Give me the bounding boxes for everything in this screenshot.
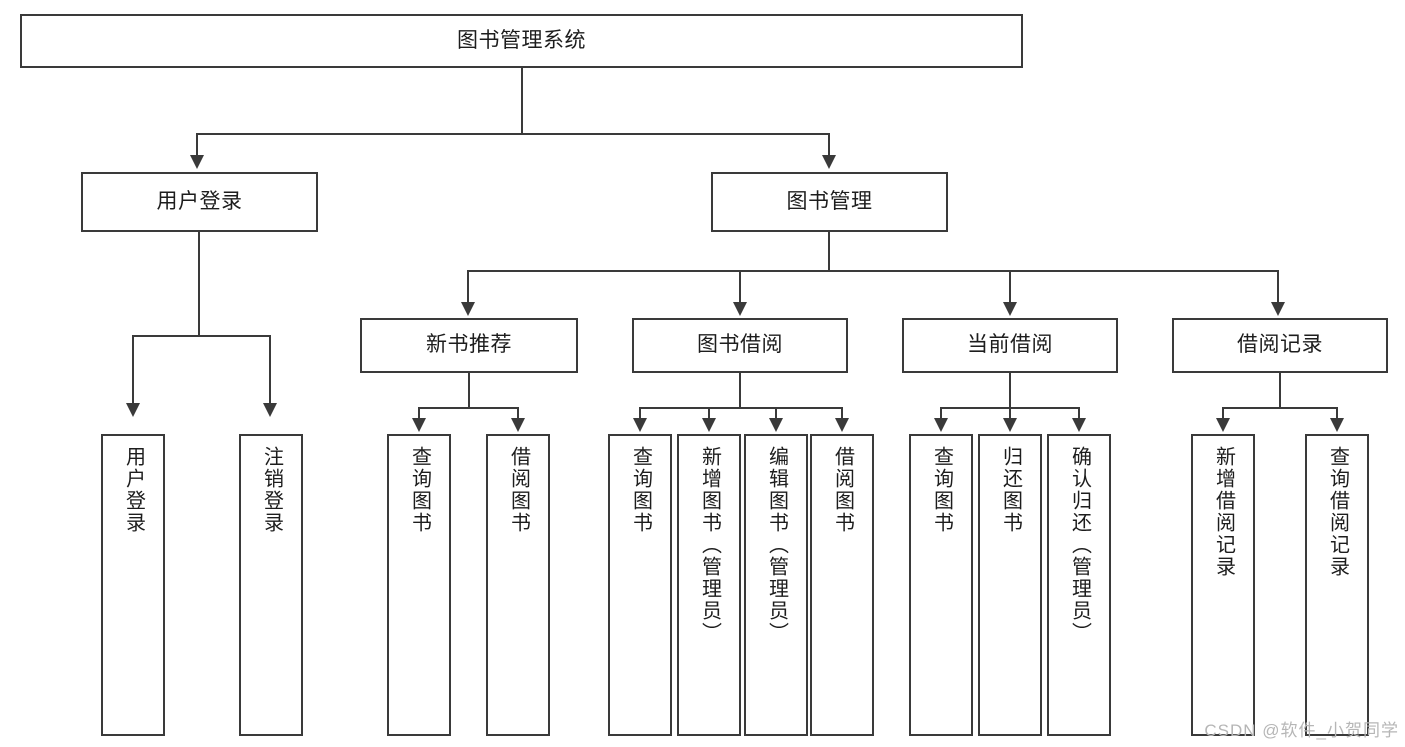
arrow-root-to-user-login <box>190 155 204 169</box>
leaf-logout[interactable]: 注销登录 <box>239 434 303 736</box>
leaf-new-book-borrow-label: 借阅图书 <box>507 446 530 534</box>
connector-borrow-record-bar <box>1222 407 1338 409</box>
leaf-query-borrow-record-label: 查询借阅记录 <box>1326 446 1349 578</box>
connector-book-mgmt-stem <box>828 232 830 271</box>
node-root-label: 图书管理系统 <box>457 28 586 52</box>
node-user-login-label: 用户登录 <box>156 189 243 213</box>
leaf-add-borrow-record-label: 新增借阅记录 <box>1212 446 1235 578</box>
arrow-current-borrow-leaf-2 <box>1003 418 1017 432</box>
connector-book-borrow-drop-3 <box>775 407 777 421</box>
connector-book-mgmt-drop-3 <box>1009 270 1011 304</box>
node-user-login[interactable]: 用户登录 <box>81 172 318 232</box>
leaf-return-book-label: 归还图书 <box>999 446 1022 534</box>
leaf-edit-book-admin[interactable]: 编辑图书（管理员） <box>744 434 808 736</box>
node-book-borrow[interactable]: 图书借阅 <box>632 318 848 373</box>
leaf-current-query-book[interactable]: 查询图书 <box>909 434 973 736</box>
arrow-current-borrow-leaf-3 <box>1072 418 1086 432</box>
connector-book-borrow-drop-4 <box>841 407 843 421</box>
connector-book-mgmt-bar <box>467 270 1278 272</box>
node-new-book-recommend-label: 新书推荐 <box>426 333 512 357</box>
connector-root-bar <box>196 133 830 135</box>
node-root[interactable]: 图书管理系统 <box>20 14 1023 68</box>
connector-book-borrow-drop-1 <box>639 407 641 421</box>
connector-current-borrow-drop-2 <box>1009 407 1011 421</box>
connector-user-login-drop-1 <box>132 335 134 405</box>
node-borrow-record[interactable]: 借阅记录 <box>1172 318 1388 373</box>
connector-borrow-record-drop-2 <box>1336 407 1338 421</box>
arrow-book-mgmt-l3-2 <box>733 302 747 316</box>
leaf-return-book[interactable]: 归还图书 <box>978 434 1042 736</box>
node-book-management[interactable]: 图书管理 <box>711 172 948 232</box>
connector-book-borrow-drop-2 <box>708 407 710 421</box>
connector-user-login-bar <box>132 335 271 337</box>
connector-current-borrow-drop-1 <box>940 407 942 421</box>
node-current-borrow[interactable]: 当前借阅 <box>902 318 1118 373</box>
node-new-book-recommend[interactable]: 新书推荐 <box>360 318 578 373</box>
leaf-confirm-return-admin[interactable]: 确认归还（管理员） <box>1047 434 1111 736</box>
arrow-book-borrow-leaf-3 <box>769 418 783 432</box>
leaf-add-book-admin[interactable]: 新增图书（管理员） <box>677 434 741 736</box>
connector-root-to-book-mgmt <box>828 133 830 157</box>
leaf-borrow-query-book[interactable]: 查询图书 <box>608 434 672 736</box>
arrow-book-borrow-leaf-2 <box>702 418 716 432</box>
connector-new-book-stem <box>468 373 470 408</box>
arrow-book-borrow-leaf-4 <box>835 418 849 432</box>
leaf-user-login[interactable]: 用户登录 <box>101 434 165 736</box>
arrow-user-login-leaf-1 <box>126 403 140 417</box>
leaf-new-book-borrow[interactable]: 借阅图书 <box>486 434 550 736</box>
leaf-borrow-book[interactable]: 借阅图书 <box>810 434 874 736</box>
leaf-current-query-book-label: 查询图书 <box>930 446 953 534</box>
arrow-book-mgmt-l3-1 <box>461 302 475 316</box>
leaf-add-borrow-record[interactable]: 新增借阅记录 <box>1191 434 1255 736</box>
connector-current-borrow-drop-3 <box>1078 407 1080 421</box>
arrow-borrow-record-leaf-2 <box>1330 418 1344 432</box>
connector-root-to-user-login <box>196 133 198 157</box>
connector-book-borrow-stem <box>739 373 741 408</box>
leaf-user-login-label: 用户登录 <box>122 446 145 534</box>
connector-user-login-stem <box>198 232 200 336</box>
arrow-borrow-record-leaf-1 <box>1216 418 1230 432</box>
connector-book-mgmt-drop-2 <box>739 270 741 304</box>
arrow-user-login-leaf-2 <box>263 403 277 417</box>
node-current-borrow-label: 当前借阅 <box>967 333 1053 357</box>
leaf-add-book-admin-label: 新增图书（管理员） <box>698 446 721 644</box>
leaf-edit-book-admin-label: 编辑图书（管理员） <box>765 446 788 644</box>
leaf-query-borrow-record[interactable]: 查询借阅记录 <box>1305 434 1369 736</box>
node-book-management-label: 图书管理 <box>786 189 873 213</box>
leaf-confirm-return-admin-label: 确认归还（管理员） <box>1068 446 1091 644</box>
arrow-new-book-leaf-1 <box>412 418 426 432</box>
leaf-new-book-query[interactable]: 查询图书 <box>387 434 451 736</box>
node-borrow-record-label: 借阅记录 <box>1237 333 1323 357</box>
connector-new-book-drop-1 <box>418 407 420 421</box>
connector-root-stem <box>521 68 523 134</box>
connector-new-book-drop-2 <box>517 407 519 421</box>
leaf-borrow-query-book-label: 查询图书 <box>629 446 652 534</box>
connector-book-borrow-bar <box>639 407 843 409</box>
connector-new-book-bar <box>418 407 519 409</box>
connector-book-mgmt-drop-4 <box>1277 270 1279 304</box>
arrow-root-to-book-mgmt <box>822 155 836 169</box>
connector-current-borrow-stem <box>1009 373 1011 408</box>
arrow-current-borrow-leaf-1 <box>934 418 948 432</box>
arrow-book-borrow-leaf-1 <box>633 418 647 432</box>
connector-borrow-record-drop-1 <box>1222 407 1224 421</box>
leaf-logout-label: 注销登录 <box>260 446 283 534</box>
arrow-book-mgmt-l3-4 <box>1271 302 1285 316</box>
connector-user-login-drop-2 <box>269 335 271 405</box>
leaf-new-book-query-label: 查询图书 <box>408 446 431 534</box>
leaf-borrow-book-label: 借阅图书 <box>831 446 854 534</box>
watermark: CSDN @软件_小贺同学 <box>1204 721 1399 740</box>
connector-book-mgmt-drop-1 <box>467 270 469 304</box>
arrow-book-mgmt-l3-3 <box>1003 302 1017 316</box>
connector-borrow-record-stem <box>1279 373 1281 408</box>
arrow-new-book-leaf-2 <box>511 418 525 432</box>
node-book-borrow-label: 图书借阅 <box>697 333 783 357</box>
